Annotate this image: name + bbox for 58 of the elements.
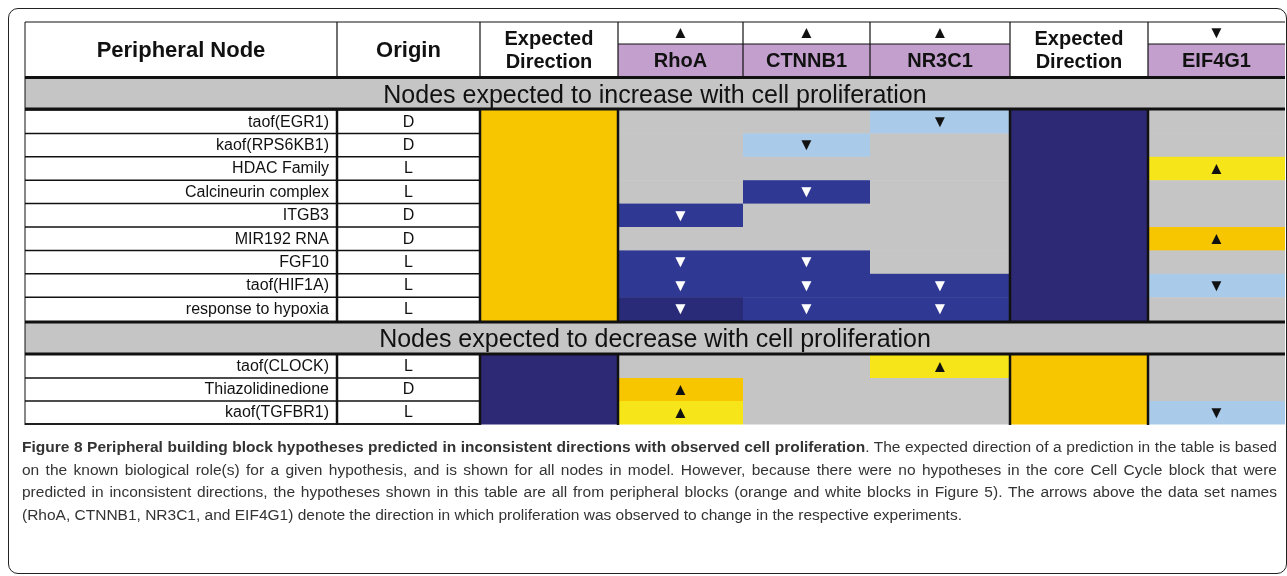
row-label: taof(EGR1) (248, 112, 329, 131)
cell-text: D (402, 380, 415, 399)
row-label: taof(HIF1A) (246, 276, 329, 295)
direction-symbol: ▲ (672, 23, 689, 43)
row-label: response to hypoxia (185, 299, 329, 319)
direction-symbol: ▲ (798, 23, 815, 43)
section-heading: Nodes expected to increase with cell proliferation (383, 79, 927, 109)
row-label: Calcineurin complex (184, 182, 329, 202)
cell-text: D (402, 112, 415, 131)
direction-symbol: ▼ (798, 182, 815, 202)
direction-symbol: ▲ (672, 402, 689, 423)
cell-text: L (404, 299, 413, 319)
column-header: Peripheral Node (96, 36, 266, 63)
direction-symbol: ▼ (672, 275, 689, 296)
column-header: Expected Direction (1033, 26, 1125, 73)
column-header: NR3C1 (907, 49, 973, 72)
row-label: HDAC Family (232, 159, 329, 178)
direction-symbol: ▼ (931, 275, 949, 296)
column-header: RhoA (653, 49, 708, 72)
cell-text: L (404, 182, 413, 202)
cell-text: L (404, 159, 413, 178)
row-label: MIR192 RNA (234, 229, 329, 248)
column-header: CTNNB1 (765, 49, 848, 72)
row-label: ITGB3 (282, 206, 329, 225)
column-header: Origin (376, 36, 441, 63)
column-header: Expected Direction (503, 26, 595, 73)
direction-symbol: ▼ (672, 252, 689, 272)
direction-symbol: ▲ (1208, 158, 1225, 179)
direction-symbol: ▲ (672, 379, 689, 400)
direction-symbol: ▼ (798, 299, 815, 319)
section-heading: Nodes expected to decrease with cell proliferation (379, 323, 931, 353)
cell-text: L (404, 252, 413, 272)
direction-symbol: ▼ (1208, 275, 1225, 296)
cell-text: D (402, 135, 415, 155)
direction-symbol: ▼ (931, 111, 949, 132)
direction-symbol: ▲ (931, 23, 949, 43)
direction-symbol: ▼ (931, 299, 949, 319)
direction-symbol: ▼ (672, 205, 689, 226)
row-label: FGF10 (279, 252, 329, 272)
row-label: taof(CLOCK) (236, 357, 329, 376)
direction-symbol: ▲ (931, 356, 949, 377)
cell-text: L (404, 276, 413, 295)
column-header: EIF4G1 (1182, 49, 1251, 72)
direction-symbol: ▼ (798, 135, 815, 155)
row-label: kaof(TGFBR1) (225, 403, 329, 422)
row-label: Thiazolidinedione (204, 380, 329, 399)
figure-caption: Figure 8 Peripheral building block hypotheses predicted in inconsistent directions with observed cell proliferation. The expected direction of a prediction in the table is based on the known biological role(s) for a given hypothesis, and is shown for all nodes in model. However, because there were no hypotheses in the core Cell Cycle block that were predicted in inconsistent directions, the hypotheses shown in this table are all from peripheral blocks (orange and white blocks in Figure 5). The arrows above the data set names (RhoA, CTNNB1, NR3C1, and EIF4G1) denote the direction in which proliferation was observed to change in the respective experiments. (22, 437, 1277, 525)
row-label: kaof(RPS6KB1) (216, 135, 329, 155)
cell-text: D (402, 206, 415, 225)
cell-text: L (404, 403, 413, 422)
cell-text: L (404, 357, 413, 376)
direction-symbol: ▼ (1208, 23, 1225, 43)
direction-symbol: ▼ (672, 299, 689, 319)
direction-symbol: ▲ (1208, 228, 1225, 249)
direction-symbol: ▼ (798, 275, 815, 296)
direction-symbol: ▼ (1208, 402, 1225, 423)
direction-symbol: ▼ (798, 252, 815, 272)
cell-text: D (402, 229, 415, 248)
